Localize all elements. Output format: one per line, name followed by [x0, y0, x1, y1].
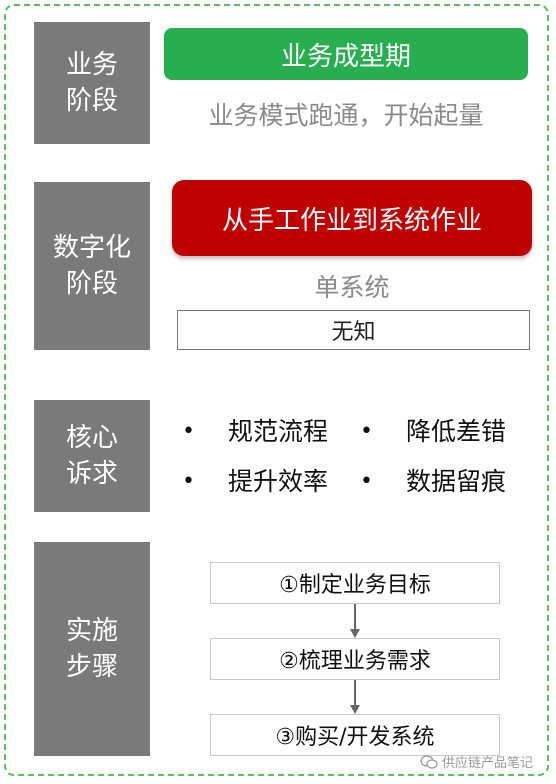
status-box: 无知 [177, 310, 530, 350]
core-item: • 提升效率 [182, 465, 328, 499]
core-item-text: 降低差错 [406, 417, 507, 446]
core-item-text: 提升效率 [228, 467, 329, 496]
step-box: ②梳理业务需求 [210, 638, 500, 680]
stage-label-digital: 数字化 阶段 [34, 182, 150, 350]
core-item: • 规范流程 [182, 415, 328, 449]
bullet-icon: • [182, 419, 195, 444]
business-phase-pill: 业务成型期 [164, 28, 528, 80]
watermark-text: 供应链产品笔记 [442, 756, 534, 771]
stage-label-digital-text: 数字化 阶段 [52, 233, 131, 299]
stage-label-core-text: 核心 诉求 [65, 423, 118, 489]
bullet-icon: • [360, 469, 373, 494]
core-item-text: 数据留痕 [406, 467, 507, 496]
down-arrow-icon [350, 604, 360, 638]
watermark: 供应链产品笔记 [420, 752, 533, 771]
core-item: • 降低差错 [360, 415, 506, 449]
business-description: 业务模式跑通，开始起量 [208, 101, 484, 130]
system-type-text: 单系统 [314, 273, 390, 302]
step-box: ①制定业务目标 [210, 562, 500, 604]
step-box: ③购买/开发系统 [210, 714, 500, 756]
digital-phase-pill: 从手工作业到系统作业 [172, 180, 532, 256]
stage-label-steps-text: 实施 步骤 [65, 616, 118, 682]
dashed-frame [4, 4, 549, 776]
stage-label-business: 业务 阶段 [34, 22, 150, 144]
stage-label-business-text: 业务 阶段 [65, 50, 118, 116]
bullet-icon: • [182, 469, 195, 494]
wechat-icon [420, 754, 438, 769]
bullet-icon: • [360, 419, 373, 444]
stage-label-steps: 实施 步骤 [34, 542, 150, 756]
stage-label-core: 核心 诉求 [34, 400, 150, 512]
down-arrow-icon [350, 680, 360, 714]
core-item-text: 规范流程 [228, 417, 329, 446]
core-item: • 数据留痕 [360, 465, 506, 499]
